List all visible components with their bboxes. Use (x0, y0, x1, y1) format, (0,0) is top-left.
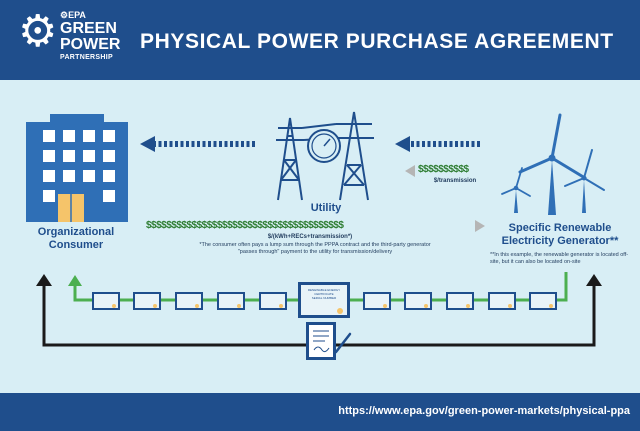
contract-arrowhead-consumer (36, 274, 52, 286)
certificate-icon (133, 292, 161, 310)
power-arrow-to-consumer (140, 136, 255, 152)
consumer-label: Organizational Consumer (37, 226, 115, 251)
transmission-dollars: $$$$$$$$$$ (418, 164, 469, 175)
generator-label: Specific Renewable Electricity Generator… (501, 222, 619, 247)
epa-green-power-logo: ⚙ ⚙EPA GREEN POWER PARTNERSHIP (18, 8, 128, 74)
gear-icon: ⚙ (18, 7, 58, 56)
rec-certificates (92, 282, 557, 318)
transmission-label: $/transmission (433, 178, 477, 184)
certificate-icon (259, 292, 287, 310)
certificate-serial: SERIAL NUMBER (311, 296, 337, 300)
certificate-large-icon (298, 282, 350, 318)
logo-power-text: POWER (60, 36, 121, 53)
certificate-icon (92, 292, 120, 310)
footer-banner: https://www.epa.gov/green-power-markets/… (0, 393, 640, 431)
logo-green-text: GREEN (60, 20, 117, 37)
logo-partnership-text: PARTNERSHIP (60, 54, 113, 61)
source-link[interactable]: https://www.epa.gov/green-power-markets/… (338, 405, 630, 417)
transmission-arrow (405, 165, 415, 177)
certificate-icon (175, 292, 203, 310)
logo-epa-text: ⚙EPA (60, 10, 86, 20)
header-banner: ⚙ ⚙EPA GREEN POWER PARTNERSHIP PHYSICAL … (0, 0, 640, 80)
certificate-icon (488, 292, 516, 310)
payment-footnote: *The consumer often pays a lump sum thro… (199, 242, 431, 255)
office-building-icon (26, 114, 128, 222)
payment-arrow (475, 220, 485, 232)
rec-arrowhead (68, 275, 82, 286)
power-arrow-to-utility (395, 136, 480, 152)
utility-label: Utility (310, 202, 342, 214)
payment-dollars: $$$$$$$$$$$$$$$$$$$$$$$$$$$$$$$$$$$$$$$ (146, 220, 344, 231)
contract-arrowhead-generator (586, 274, 602, 286)
certificate-icon (529, 292, 557, 310)
contract-document-icon (306, 322, 352, 360)
page-title: PHYSICAL POWER PURCHASE AGREEMENT (140, 30, 614, 53)
generator-footnote: **In this example, the renewable generat… (490, 252, 629, 265)
certificate-title: RENEWABLE ENERGY CERTIFICATE (307, 288, 341, 296)
wind-turbines-icon (501, 113, 605, 215)
certificate-icon (446, 292, 474, 310)
certificate-icon (404, 292, 432, 310)
utility-towers-icon (276, 111, 374, 201)
payment-label: $/(kWh+RECs+transmission*) (267, 234, 353, 240)
certificate-icon (217, 292, 245, 310)
certificate-icon (363, 292, 391, 310)
